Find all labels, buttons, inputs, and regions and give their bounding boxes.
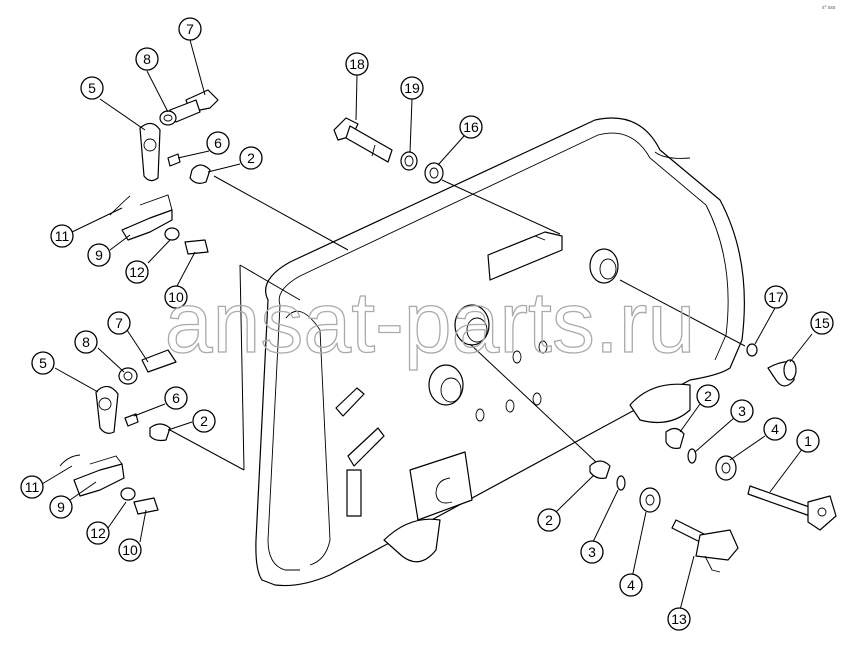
svg-text:5: 5 bbox=[88, 80, 96, 96]
svg-text:3: 3 bbox=[738, 403, 746, 419]
callouts: 7 8 5 6 2 11 9 12 10 7 8 5 6 2 11 9 12 1… bbox=[20, 17, 834, 631]
panel-housing bbox=[255, 117, 745, 587]
callout-4c: 4 bbox=[763, 417, 787, 441]
callout-12a: 12 bbox=[125, 260, 149, 284]
watermark: ansat-parts.ru bbox=[165, 275, 696, 371]
svg-text:12: 12 bbox=[90, 525, 106, 541]
svg-text:9: 9 bbox=[95, 247, 103, 263]
callout-19: 19 bbox=[400, 76, 424, 100]
parts-left-lower bbox=[59, 349, 177, 515]
parts-right bbox=[589, 343, 837, 573]
callout-9b: 9 bbox=[49, 495, 73, 519]
svg-text:6: 6 bbox=[172, 390, 180, 406]
callout-16: 16 bbox=[459, 115, 483, 139]
callout-11a: 11 bbox=[50, 224, 74, 248]
callout-9a: 9 bbox=[87, 243, 111, 267]
svg-text:13: 13 bbox=[671, 611, 687, 627]
parts-left-upper bbox=[109, 89, 219, 255]
svg-text:7: 7 bbox=[186, 21, 194, 37]
callout-4d: 4 bbox=[619, 573, 643, 597]
svg-text:11: 11 bbox=[25, 479, 40, 495]
svg-text:16: 16 bbox=[463, 119, 479, 135]
svg-text:4: 4 bbox=[627, 577, 635, 593]
svg-text:1: 1 bbox=[804, 433, 812, 449]
svg-text:3: 3 bbox=[588, 544, 596, 560]
svg-text:4: 4 bbox=[771, 421, 779, 437]
callout-10a: 10 bbox=[164, 285, 188, 309]
callout-5b: 5 bbox=[31, 351, 55, 375]
callout-13: 13 bbox=[667, 607, 691, 631]
svg-text:8: 8 bbox=[82, 334, 90, 350]
svg-text:15: 15 bbox=[814, 315, 830, 331]
svg-text:9: 9 bbox=[57, 499, 65, 515]
panel-features bbox=[335, 231, 691, 563]
svg-text:6: 6 bbox=[214, 135, 222, 151]
svg-text:10: 10 bbox=[122, 542, 138, 558]
callout-17: 17 bbox=[764, 285, 788, 309]
svg-text:17: 17 bbox=[768, 289, 784, 305]
callout-11b: 11 bbox=[20, 475, 44, 499]
callout-15: 15 bbox=[810, 311, 834, 335]
svg-text:2: 2 bbox=[200, 413, 208, 429]
corner-mark: s° sss bbox=[822, 5, 836, 11]
svg-text:2: 2 bbox=[247, 150, 255, 166]
svg-text:18: 18 bbox=[349, 56, 365, 72]
callout-2a: 2 bbox=[239, 146, 263, 170]
callout-8b: 8 bbox=[74, 330, 98, 354]
callout-2c: 2 bbox=[696, 384, 720, 408]
svg-text:12: 12 bbox=[129, 264, 145, 280]
callout-7b: 7 bbox=[107, 311, 131, 335]
parts-top-bolt bbox=[333, 117, 444, 184]
svg-text:5: 5 bbox=[39, 355, 47, 371]
callout-7a: 7 bbox=[178, 17, 202, 41]
callout-1: 1 bbox=[796, 429, 820, 453]
callout-2b: 2 bbox=[192, 409, 216, 433]
svg-text:19: 19 bbox=[404, 80, 420, 96]
callout-5a: 5 bbox=[80, 76, 104, 100]
svg-text:7: 7 bbox=[115, 315, 123, 331]
svg-text:2: 2 bbox=[545, 512, 553, 528]
svg-text:8: 8 bbox=[143, 51, 151, 67]
callout-18: 18 bbox=[345, 52, 369, 76]
callout-6a: 6 bbox=[206, 131, 230, 155]
callout-12b: 12 bbox=[86, 521, 110, 545]
callout-6b: 6 bbox=[164, 386, 188, 410]
callout-8a: 8 bbox=[135, 47, 159, 71]
callout-3c: 3 bbox=[730, 399, 754, 423]
svg-text:2: 2 bbox=[704, 388, 712, 404]
callout-3d: 3 bbox=[580, 540, 604, 564]
callout-10b: 10 bbox=[118, 538, 142, 562]
callout-2d: 2 bbox=[537, 508, 561, 532]
leader-lines bbox=[41, 39, 813, 611]
svg-text:10: 10 bbox=[168, 289, 184, 305]
svg-text:11: 11 bbox=[55, 228, 70, 244]
